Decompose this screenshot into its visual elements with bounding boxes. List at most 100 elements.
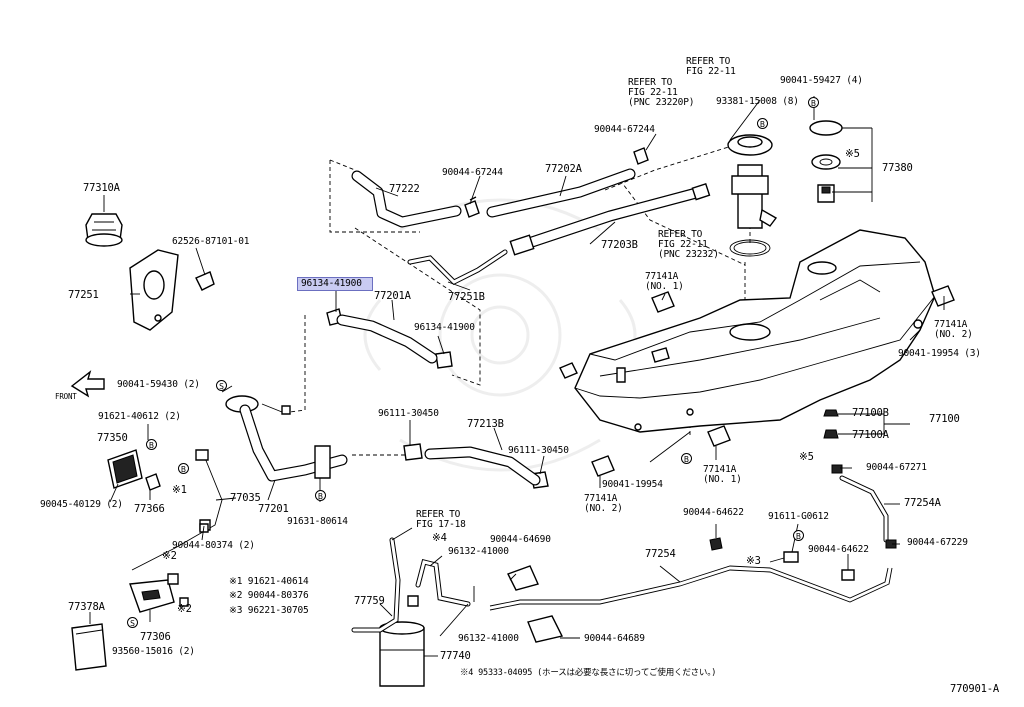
label-96111-30450-b[interactable]: 96111-30450 [508, 445, 569, 456]
label-77203B[interactable]: 77203B [601, 239, 638, 251]
marker-B: B [757, 118, 768, 129]
label-77380[interactable]: 77380 [882, 162, 913, 174]
label-77100[interactable]: 77100 [929, 413, 960, 425]
label-90045-40129[interactable]: 90045-40129 (2) [40, 499, 123, 510]
label-77254A[interactable]: 77254A [904, 497, 941, 509]
label-77222[interactable]: 77222 [389, 183, 420, 195]
label-note5b: ※5 [799, 451, 814, 463]
label-77213B[interactable]: 77213B [467, 418, 504, 430]
marker-B: B [681, 453, 692, 464]
label-77202A[interactable]: 77202A [545, 163, 582, 175]
opener-lever-77306 [129, 573, 189, 613]
hose-77201A [336, 314, 438, 364]
front-arrow-icon [70, 370, 105, 398]
label-77740[interactable]: 77740 [440, 650, 471, 662]
refer-note-bottom: REFER TO FIG 17-18 [416, 509, 466, 530]
label-90041-19954-3[interactable]: 90041-19954 (3) [898, 348, 981, 359]
label-77100A[interactable]: 77100A [852, 429, 889, 441]
label-77251B[interactable]: 77251B [448, 291, 485, 303]
label-note2a: ※2 [162, 550, 177, 562]
fuel-tank-77100 [559, 229, 936, 433]
diagram-id: 770901-A [950, 683, 999, 695]
sender-gauge-77380 [809, 120, 843, 203]
label-77254[interactable]: 77254 [645, 548, 676, 560]
marker-B: B [178, 463, 189, 474]
label-90044-64622-a[interactable]: 90044-64622 [683, 507, 744, 518]
label-note2b: ※2 [177, 603, 192, 615]
watermark-emblem [363, 198, 637, 472]
dashed-guides [289, 144, 751, 456]
label-93560[interactable]: 93560-15016 (2) [112, 646, 195, 657]
hoses-77759 [351, 537, 471, 633]
label-77310A[interactable]: 77310A [83, 182, 120, 194]
vent-pipe-77254 [489, 565, 893, 611]
front-label: FRONT [55, 392, 77, 401]
opener-cable-77035 [131, 449, 223, 571]
tank-protectors-77141A [591, 285, 955, 477]
clip-62526 [195, 271, 215, 291]
label-77378A[interactable]: 77378A [68, 601, 105, 613]
label-77201A[interactable]: 77201A [374, 290, 411, 302]
filler-plate-77251 [129, 249, 179, 331]
marker-B: B [793, 530, 804, 541]
label-93381[interactable]: 93381-15008 (8) [716, 96, 799, 107]
fuel-cap-77310A [85, 213, 123, 247]
label-96134-41900-highlighted[interactable]: 96134-41900 [301, 278, 362, 289]
tank-mount-bolts [823, 409, 839, 439]
hose-77203B [509, 182, 711, 256]
label-91621-40612[interactable]: 91621-40612 (2) [98, 411, 181, 422]
label-96132-41000-b[interactable]: 96132-41000 [458, 633, 519, 644]
label-91611[interactable]: 91611-G0612 [768, 511, 829, 522]
marker-B: B [146, 439, 157, 450]
breather-77251B [407, 249, 508, 286]
label-96134-41900-b[interactable]: 96134-41900 [414, 322, 475, 333]
label-77141A-no2-bot[interactable]: 77141A (NO. 2) [584, 493, 623, 514]
label-90044-64622-b[interactable]: 90044-64622 [808, 544, 869, 555]
label-90044-67271[interactable]: 90044-67271 [866, 462, 927, 473]
label-91631[interactable]: 91631-80614 [287, 516, 348, 527]
cover-77378A [71, 623, 107, 671]
label-90044-64689[interactable]: 90044-64689 [584, 633, 645, 644]
label-96111-30450-a[interactable]: 96111-30450 [378, 408, 439, 419]
refer-note-left-top: REFER TO FIG 22-11 (PNC 23220P) [628, 77, 695, 108]
label-90044-67244-b[interactable]: 90044-67244 [594, 124, 655, 135]
label-90044-80374[interactable]: 90044-80374 (2) [172, 540, 255, 551]
label-77201[interactable]: 77201 [258, 503, 289, 515]
hose-77222 [351, 170, 462, 228]
label-90044-64690[interactable]: 90044-64690 [490, 534, 551, 545]
legend-note2: ※2 90044-80376 [229, 590, 309, 601]
label-77100B[interactable]: 77100B [852, 407, 889, 419]
label-77366[interactable]: 77366 [134, 503, 165, 515]
refer-note-mid: REFER TO FIG 22-11 (PNC 23232) [658, 229, 719, 260]
refer-note-top: REFER TO FIG 22-11 [686, 56, 736, 77]
highlight-96134-41900[interactable] [297, 277, 373, 291]
label-90044-67229[interactable]: 90044-67229 [907, 537, 968, 548]
marker-S: S [127, 617, 138, 628]
label-77350[interactable]: 77350 [97, 432, 128, 444]
filler-pipe-77201 [225, 395, 348, 482]
charcoal-canister-77740 [379, 595, 425, 687]
label-90041-59427[interactable]: 90041-59427 (4) [780, 75, 863, 86]
label-96132-41000-a[interactable]: 96132-41000 [448, 546, 509, 557]
marker-S: S [216, 380, 227, 391]
label-77141A-no1-top[interactable]: 77141A (NO. 1) [645, 271, 684, 292]
hose-77213B [424, 446, 541, 486]
label-77035[interactable]: 77035 [230, 492, 261, 504]
fuel-pump-module [727, 134, 778, 257]
hose-77254A [839, 475, 889, 543]
label-90044-67244-a[interactable]: 90044-67244 [442, 167, 503, 178]
label-77141A-no2-right[interactable]: 77141A (NO. 2) [934, 319, 973, 340]
label-77141A-no1-bot[interactable]: 77141A (NO. 1) [703, 464, 742, 485]
legend-note4: ※4 95333-04095 (ホースは必要な長さに切ってご使用ください。) [460, 668, 717, 678]
label-note3: ※3 [746, 555, 761, 567]
label-90041-59430[interactable]: 90041-59430 (2) [117, 379, 200, 390]
label-77251[interactable]: 77251 [68, 289, 99, 301]
label-77759[interactable]: 77759 [354, 595, 385, 607]
label-77306[interactable]: 77306 [140, 631, 171, 643]
label-62526[interactable]: 62526-87101-01 [172, 236, 250, 247]
label-note5: ※5 [845, 148, 860, 160]
leader-lines [89, 96, 945, 657]
marker-B: B [315, 490, 326, 501]
legend-note3: ※3 96221-30705 [229, 605, 309, 616]
label-90041-19954[interactable]: 90041-19954 [602, 479, 663, 490]
